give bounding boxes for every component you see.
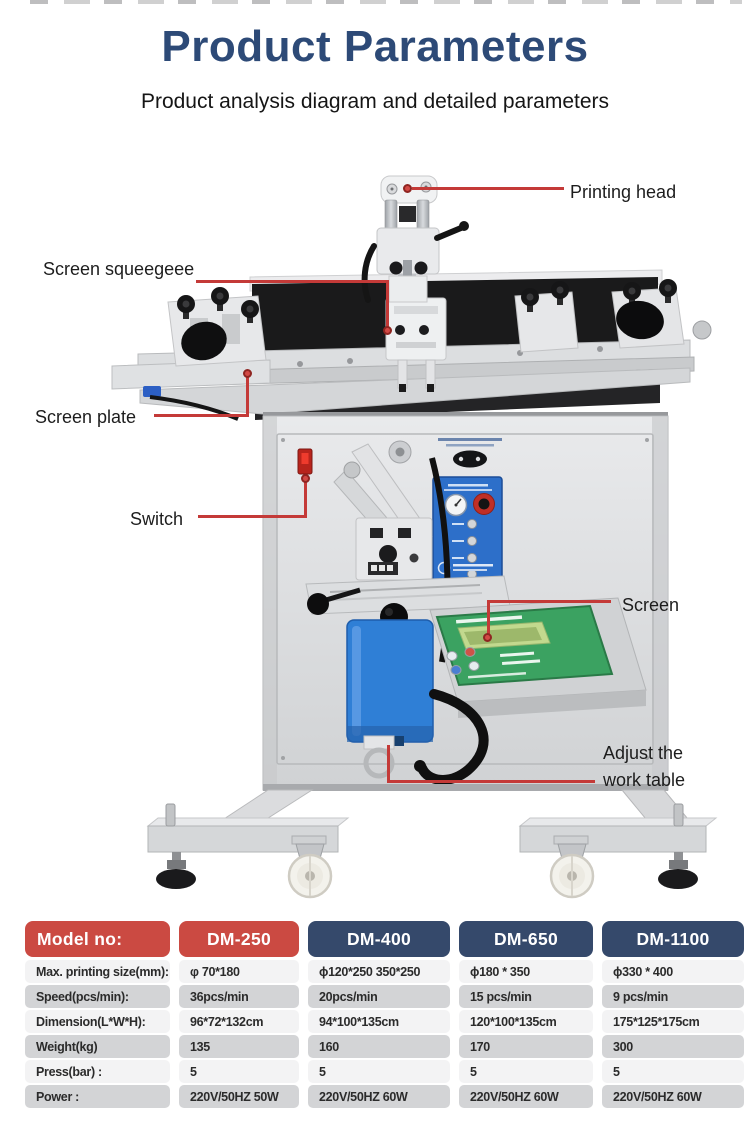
callout-dot [483, 633, 492, 642]
work-table-part [429, 597, 647, 718]
spec-cell: ϕ120*250 350*250 [308, 960, 450, 983]
spec-cell: 20pcs/min [308, 985, 450, 1008]
callout-line [304, 482, 307, 518]
lcd-screen-panel-part [435, 604, 614, 687]
spec-row-label: Speed(pcs/min): [25, 985, 170, 1008]
spec-row-label: Press(bar) : [25, 1060, 170, 1083]
spec-cell: φ 70*180 [179, 960, 299, 983]
printing-head-part [361, 175, 469, 303]
callout-screen-label: Screen [622, 595, 680, 615]
callout-dot [403, 184, 412, 193]
spec-cell: 300 [602, 1035, 744, 1058]
spec-cell: 9 pcs/min [602, 985, 744, 1008]
spec-cell: ϕ180 * 350 [459, 960, 593, 983]
callout-printing-head-label: Printing head [570, 182, 677, 202]
spec-row-weight: Weight(kg) 135 160 170 300 [25, 1035, 745, 1058]
pressure-gauge [444, 493, 468, 517]
spec-cell: 94*100*135cm [308, 1010, 450, 1033]
spec-row-label: Power : [25, 1085, 170, 1108]
spec-cell: 5 [602, 1060, 744, 1083]
spec-cell: 220V/50HZ 60W [602, 1085, 744, 1108]
spec-cell: ϕ330 * 400 [602, 960, 744, 983]
power-switch-part [297, 448, 313, 475]
control-panel-part [432, 476, 503, 587]
spec-table: Model no: DM-250 DM-400 DM-650 DM-1100 M… [25, 921, 745, 1110]
spec-cell: 5 [308, 1060, 450, 1083]
spec-header-dm-250: DM-250 [179, 921, 299, 957]
pump-unit-part [346, 619, 434, 746]
squeegee-part [385, 297, 447, 392]
page-title: Product Parameters [161, 22, 589, 71]
spec-row-power: Power : 220V/50HZ 50W 220V/50HZ 60W 220V… [25, 1085, 745, 1108]
spec-cell: 220V/50HZ 50W [179, 1085, 299, 1108]
spec-row-label: Max. printing size(mm): [25, 960, 170, 983]
spec-cell: 5 [459, 1060, 593, 1083]
callout-dot [301, 474, 310, 483]
callout-line [198, 515, 307, 518]
spec-cell: 120*100*135cm [459, 1010, 593, 1033]
cropped-top-strip [30, 0, 742, 4]
spec-cell: 96*72*132cm [179, 1010, 299, 1033]
spec-table-header-row: Model no: DM-250 DM-400 DM-650 DM-1100 [25, 921, 745, 957]
callout-line [489, 600, 611, 603]
callout-line [154, 414, 249, 417]
spec-header-dm-650: DM-650 [459, 921, 593, 957]
hose-part [363, 689, 489, 785]
callout-line [246, 375, 249, 417]
spec-cell: 170 [459, 1035, 593, 1058]
spec-cell: 160 [308, 1035, 450, 1058]
spec-row-label: Dimension(L*W*H): [25, 1010, 170, 1033]
spec-cell: 5 [179, 1060, 299, 1083]
spec-header-model-no: Model no: [25, 921, 170, 957]
spec-header-dm-400: DM-400 [308, 921, 450, 957]
spec-row-label: Weight(kg) [25, 1035, 170, 1058]
callout-line [387, 745, 390, 783]
page-subtitle: Product analysis diagram and detailed pa… [140, 90, 610, 113]
callout-line [412, 187, 564, 190]
spec-row-press: Press(bar) : 5 5 5 5 [25, 1060, 745, 1083]
caster-wheel-part [549, 835, 595, 899]
spec-cell: 15 pcs/min [459, 985, 593, 1008]
spec-cell: 220V/50HZ 60W [308, 1085, 450, 1108]
callout-screen-plate-label: Screen plate [35, 407, 137, 427]
spec-row-dimension: Dimension(L*W*H): 96*72*132cm 94*100*135… [25, 1010, 745, 1033]
spec-row-max-printing-size: Max. printing size(mm): φ 70*180 ϕ120*25… [25, 960, 745, 983]
spec-header-dm-1100: DM-1100 [602, 921, 744, 957]
callout-switch-label: Switch [130, 509, 184, 529]
callout-line [196, 280, 389, 283]
callout-dot [383, 326, 392, 335]
callout-adjust-work-table-label: Adjust the work table [603, 743, 686, 790]
spec-cell: 135 [179, 1035, 299, 1058]
callout-line [487, 600, 490, 636]
callout-screen-squeegee-label: Screen squeegeee [43, 259, 195, 279]
spec-cell: 220V/50HZ 60W [459, 1085, 593, 1108]
spec-cell: 36pcs/min [179, 985, 299, 1008]
callout-line [389, 780, 595, 783]
base-part [146, 784, 718, 899]
caster-wheel-part [287, 835, 333, 899]
screen-frame-part [111, 269, 712, 421]
spec-cell: 175*125*175cm [602, 1010, 744, 1033]
spec-row-speed: Speed(pcs/min): 36pcs/min 20pcs/min 15 p… [25, 985, 745, 1008]
callout-line [386, 280, 389, 329]
callout-dot [243, 369, 252, 378]
